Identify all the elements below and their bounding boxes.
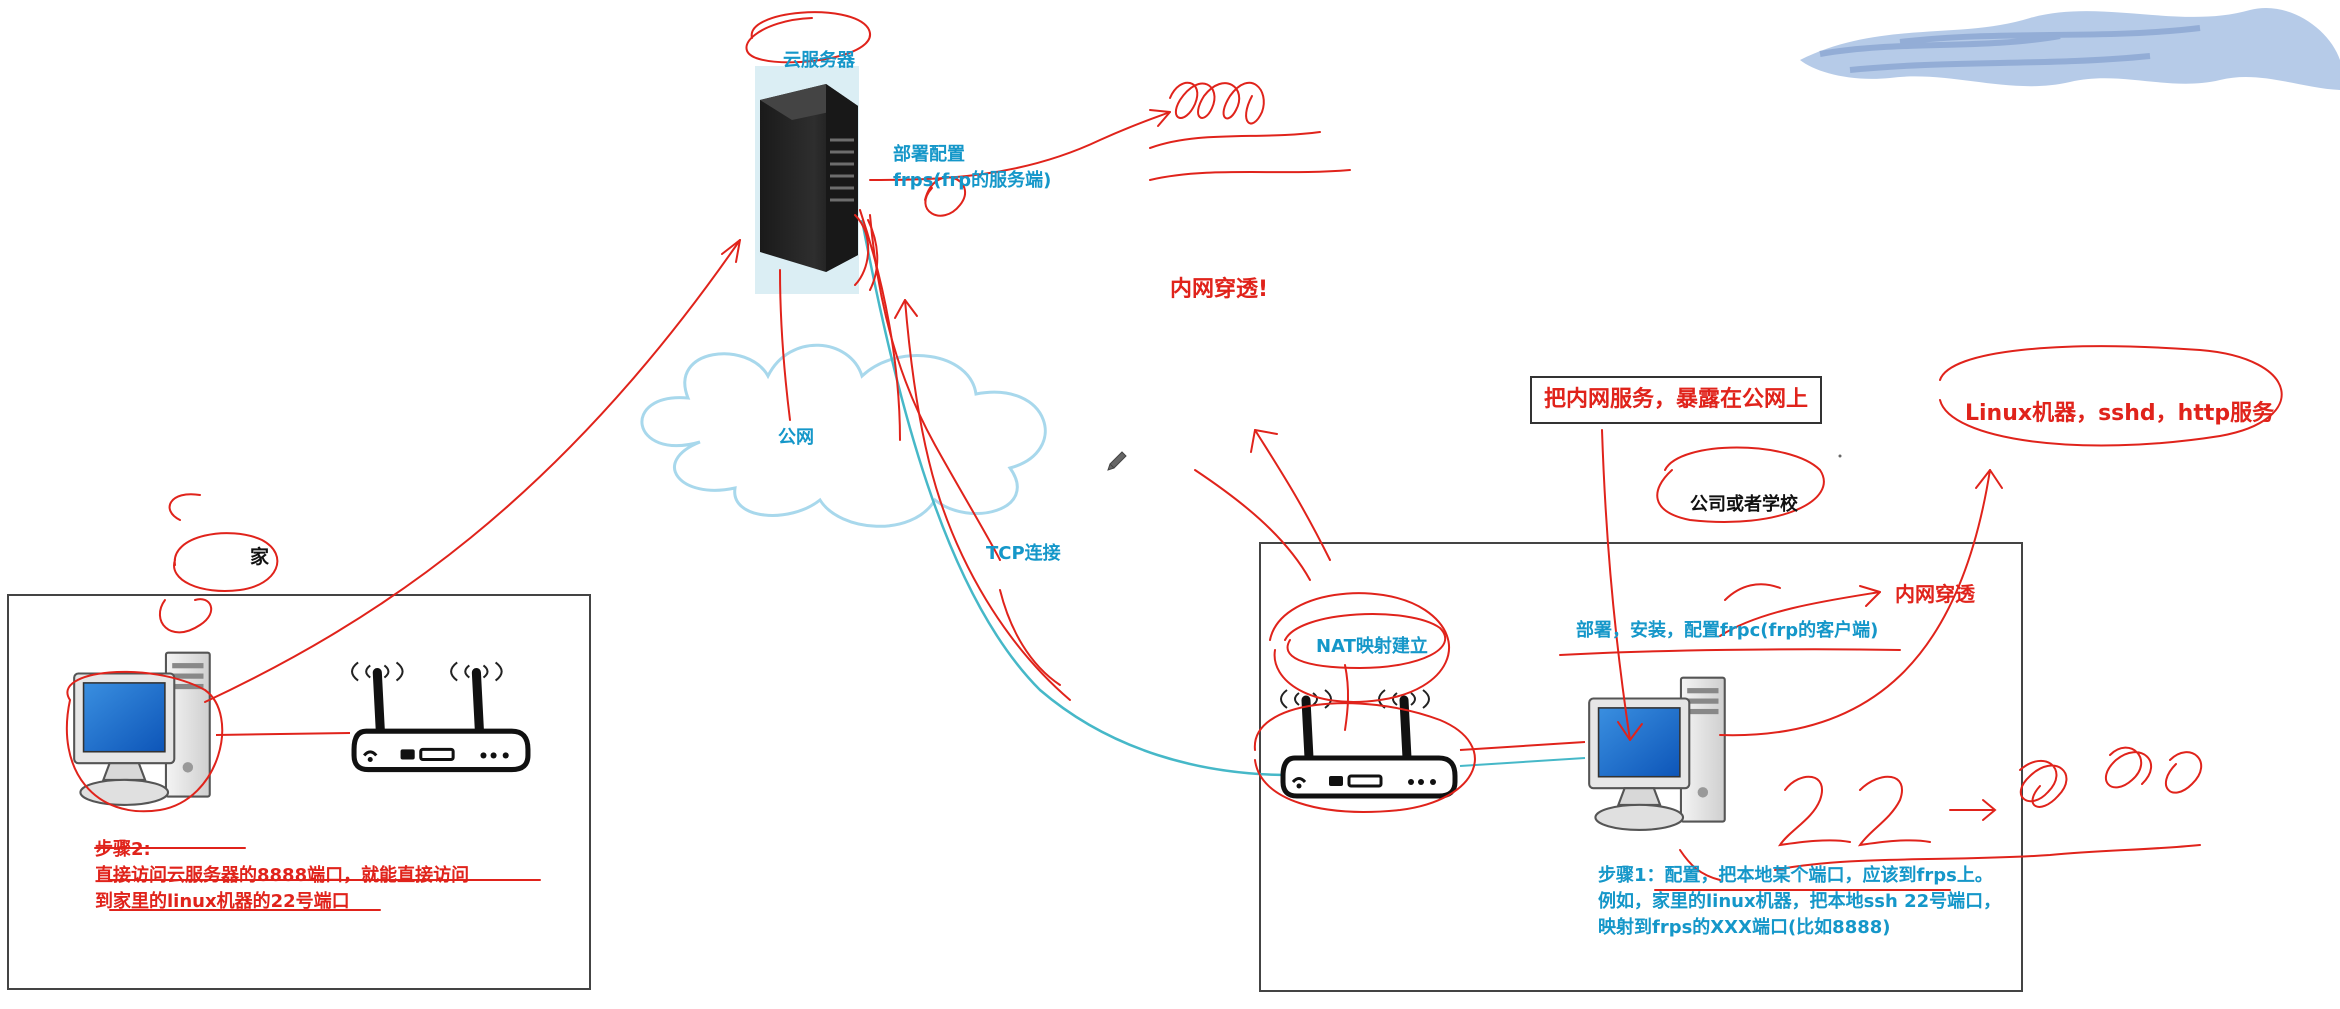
home-label: 家: [250, 546, 270, 568]
pencil-cursor-icon: [1107, 451, 1127, 471]
server-tower-icon: [755, 66, 859, 294]
expose-service-box: 把内网服务，暴露在公网上: [1530, 376, 1823, 424]
wifi-router-icon: [352, 662, 528, 769]
public-network-label: 公网: [778, 427, 814, 448]
deploy-frpc-label: 部署，安装，配置frpc(frp的客户端): [1576, 620, 1879, 641]
penetration-center-label: 内网穿透!: [1170, 277, 1269, 302]
deploy-frps-label: 部署配置 frps(frp的服务端): [893, 144, 1052, 192]
desktop-computer-icon: [1588, 676, 1726, 831]
company-network-frame: [1259, 542, 2023, 992]
nat-mapping-label: NAT映射建立: [1316, 636, 1428, 657]
penetration-right-label: 内网穿透: [1895, 582, 1975, 606]
corner-scribble: [1800, 8, 2340, 91]
tcp-connection-label: TCP连接: [986, 543, 1061, 564]
company-school-label: 公司或者学校: [1690, 494, 1798, 515]
cloud-server-label: 云服务器: [783, 50, 855, 71]
home-network-frame: [7, 594, 591, 990]
step2-text: 步骤2: 直接访问云服务器的8888端口，就能直接访问 到家里的linux机器的…: [95, 839, 470, 913]
hand-annotations: [65, 11, 2283, 911]
cloud-icon: [640, 343, 1047, 528]
linux-services-label: Linux机器，sshd，http服务: [1965, 401, 2275, 426]
step1-text: 步骤1：配置，把本地某个端口，应该到frps上。 例如，家里的linux机器，把…: [1598, 865, 2002, 939]
